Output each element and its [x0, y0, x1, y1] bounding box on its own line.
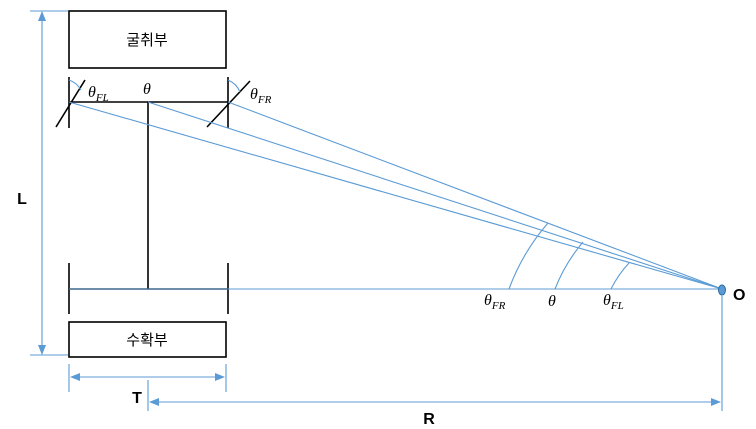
turning-rays — [68, 101, 723, 290]
front-left-wheel-line — [55, 79, 86, 128]
theta-fl-label-bottom: θFL — [603, 292, 624, 312]
front-right-angle-arc — [227, 79, 241, 93]
top-block — [68, 10, 227, 69]
t-dimension — [68, 364, 227, 392]
t-label: T — [132, 390, 142, 407]
front-right-wheel-line — [206, 80, 251, 128]
theta-label-top: θ — [143, 81, 151, 98]
theta-fl-label-top: θFL — [88, 84, 109, 104]
bottom-block — [68, 321, 227, 358]
turn-center-point — [718, 284, 726, 296]
theta-fr-label-top: θFR — [250, 86, 272, 106]
front-left-angle-arc — [68, 79, 82, 91]
l-label: L — [17, 191, 27, 208]
theta-fr-label-bottom: θFR — [484, 292, 506, 312]
top-block-label: 굴취부 — [126, 32, 168, 49]
turn-center-label: O — [733, 287, 745, 304]
angle-arcs — [508, 222, 630, 290]
l-dimension — [30, 10, 68, 356]
r-label: R — [423, 411, 435, 428]
r-dimension — [147, 296, 723, 411]
theta-label-bottom: θ — [548, 293, 556, 310]
bottom-block-label: 수확부 — [126, 332, 168, 349]
